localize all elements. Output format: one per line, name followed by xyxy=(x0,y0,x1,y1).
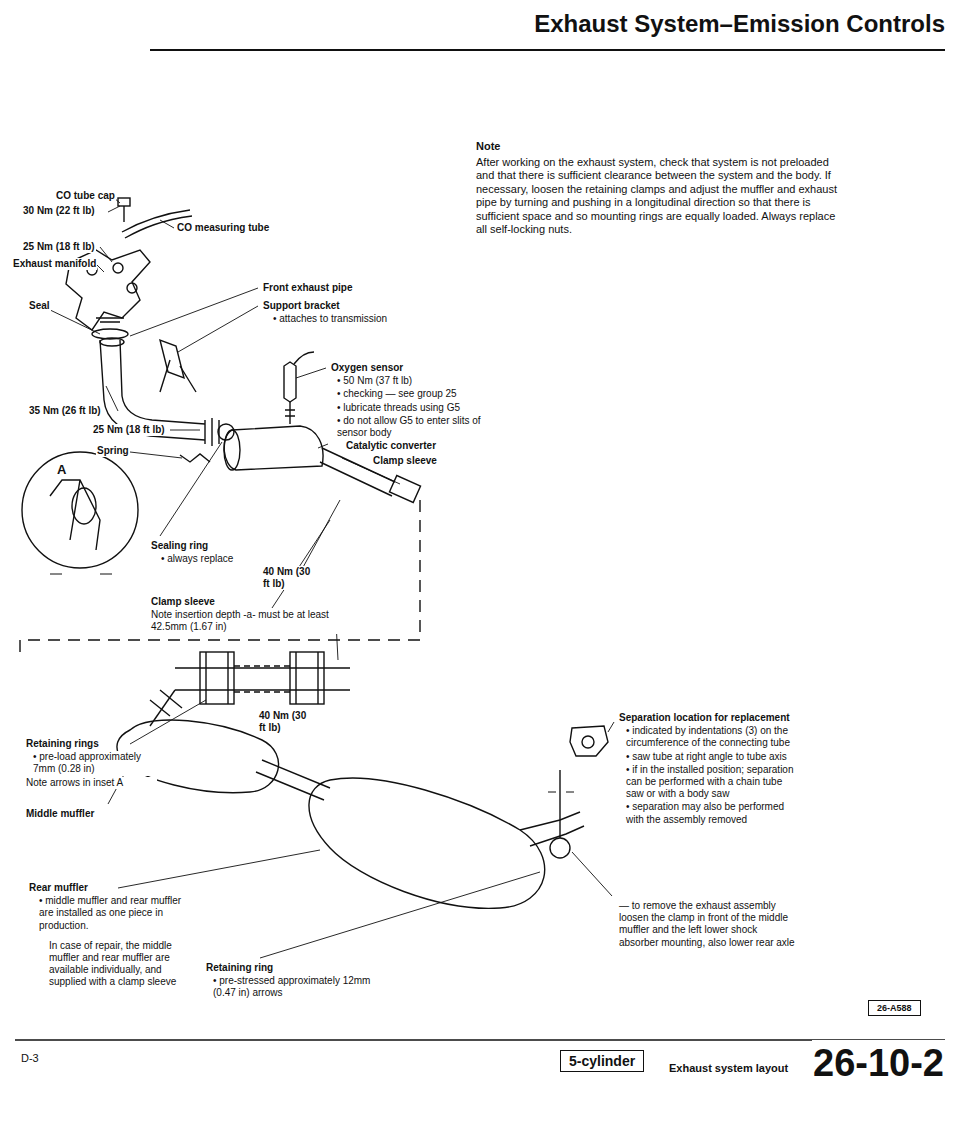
callout-label: Clamp sleeve xyxy=(372,455,438,467)
callout-label: • middle muffler and rear muffler are in… xyxy=(38,895,195,932)
callout-label: • 50 Nm (37 ft lb) xyxy=(336,375,488,387)
inset-a xyxy=(22,452,138,574)
callout-label: Separation location for replacement xyxy=(618,712,791,724)
callout-label: Support bracket xyxy=(262,300,341,312)
callout-label: Oxygen sensor xyxy=(330,362,404,374)
callout-label: Note xyxy=(475,140,501,153)
callout-label: Exhaust system layout xyxy=(668,1062,789,1075)
callout-label: Retaining ring xyxy=(205,962,274,974)
callout-label: • lubricate threads using G5 xyxy=(336,402,488,414)
callout-label: 26-10-2 xyxy=(812,1040,945,1086)
separation-symbol xyxy=(548,726,608,792)
footer-rule xyxy=(15,1039,945,1041)
callout-label: CO measuring tube xyxy=(176,222,270,234)
tag-text: 5-cylinder xyxy=(569,1053,635,1069)
continuation-line xyxy=(20,500,420,660)
callout-label: Spring xyxy=(96,445,130,457)
boxed-tag: 5-cylinder xyxy=(560,1050,644,1072)
callout-label: 25 Nm (18 ft lb) xyxy=(92,424,166,436)
callout-label: Front exhaust pipe xyxy=(262,282,353,294)
callout-label: • separation may also be performed with … xyxy=(625,801,802,825)
oxygen-sensor xyxy=(284,352,314,424)
callout-label: • do not allow G5 to enter slits of sens… xyxy=(336,415,488,439)
callout-label: • always replace xyxy=(160,553,234,565)
callout-label: Catalytic converter xyxy=(345,440,437,452)
callout-label: 40 Nm (30 ft lb) xyxy=(262,566,316,590)
callout-label: • checking — see group 25 xyxy=(336,388,488,400)
callout-label: • saw tube at right angle to tube axis xyxy=(625,751,802,763)
tag-text: 26-A588 xyxy=(877,1003,912,1013)
callout-label: Retaining rings xyxy=(25,738,100,750)
page-title: Exhaust System–Emission Controls xyxy=(440,10,945,38)
callout-label: • indicated by indentations (3) on the c… xyxy=(625,725,802,749)
callout-label: Clamp sleeve xyxy=(150,596,216,608)
callout-label: 40 Nm (30 ft lb) xyxy=(258,710,312,734)
header-rule xyxy=(150,49,945,51)
callout-label: • pre-stressed approximately 12mm (0.47 … xyxy=(212,975,384,999)
front-exhaust-pipe xyxy=(100,338,234,462)
support-bracket xyxy=(160,340,196,392)
callout-label: After working on the exhaust system, che… xyxy=(475,156,842,236)
callout-label: • if in the installed position; separati… xyxy=(625,764,802,801)
callout-label: Exhaust manifold xyxy=(12,258,97,270)
callout-label: 35 Nm (26 ft lb) xyxy=(28,405,102,417)
boxed-tag: 26-A588 xyxy=(868,1000,921,1016)
callout-label: Rear muffler xyxy=(28,882,89,894)
callout-label: In case of repair, the middle muffler an… xyxy=(48,940,200,989)
callout-label: • attaches to transmission xyxy=(272,313,388,325)
callout-label: 30 Nm (22 ft lb) xyxy=(22,205,96,217)
callout-label: Sealing ring xyxy=(150,540,209,552)
callout-label: D-3 xyxy=(20,1052,40,1065)
callout-label: Note insertion depth -a- must be at leas… xyxy=(150,609,342,633)
leader-lines xyxy=(46,198,614,958)
callout-label: Seal xyxy=(28,300,51,312)
clamp-sleeve-middle xyxy=(175,652,350,704)
callout-label: A xyxy=(56,462,67,478)
callout-label: — to remove the exhaust assembly loosen … xyxy=(618,900,800,949)
callout-label: Note arrows in inset A xyxy=(25,777,157,789)
callout-label: Middle muffler xyxy=(25,808,95,820)
rear-muffler xyxy=(309,770,584,908)
callout-label: • pre-load approximately 7mm (0.28 in) xyxy=(32,751,154,775)
callout-label: 25 Nm (18 ft lb) xyxy=(22,241,96,253)
callout-label: CO tube cap xyxy=(55,190,116,202)
